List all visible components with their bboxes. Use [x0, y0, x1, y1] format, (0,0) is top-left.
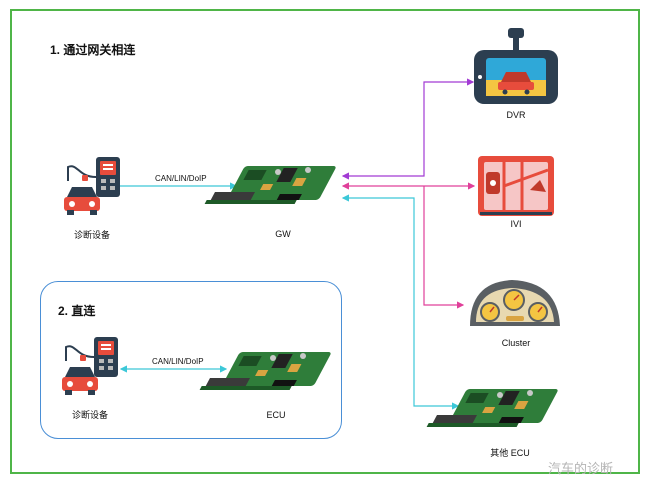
dvr-label: DVR [506, 110, 526, 120]
cluster-label: Cluster [501, 338, 531, 348]
cluster-gauge-icon [470, 280, 560, 326]
section2-title: 2. 直连 [58, 304, 96, 318]
ivi-label: IVI [510, 219, 522, 229]
diag-tool-label-top: 诊断设备 [73, 230, 110, 240]
circuit-board-icon [204, 166, 337, 204]
link-gw-cluster [423, 186, 465, 309]
gw-label: GW [275, 229, 291, 239]
watermark-text: 汽车的诊断 [548, 461, 614, 476]
infotainment-icon [478, 156, 554, 216]
link-gw-dvr [341, 78, 475, 180]
protocol-label-bottom: CAN/LIN/DoIP [152, 357, 204, 366]
link-gw-other-ecu [341, 194, 460, 410]
protocol-label-top: CAN/LIN/DoIP [155, 174, 207, 183]
other-ecu-label: 其他 ECU [490, 448, 530, 458]
section1-title: 1. 通过网关相连 [50, 43, 136, 57]
diag-tool-label-bottom: 诊断设备 [71, 410, 108, 420]
circuit-board-icon [426, 389, 559, 427]
diagnostic-tool-icon [61, 336, 119, 396]
diagram-frame [10, 9, 640, 474]
direct-connection-group [40, 281, 342, 439]
ecu-label: ECU [266, 410, 286, 420]
diagnostic-tool-icon [63, 156, 121, 216]
circuit-board-icon [199, 352, 332, 390]
dashcam-icon [474, 28, 558, 104]
